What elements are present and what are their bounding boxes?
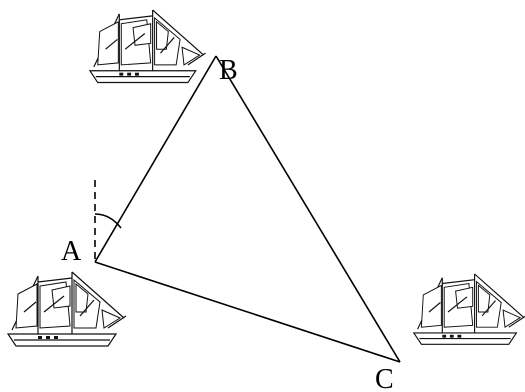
edge-b-c [215,55,401,363]
angle-arc [94,213,122,229]
ship-near-a [7,271,127,347]
point-label-a: A [61,236,82,267]
sailing-ship-icon [89,9,207,84]
point-label-b: B [219,55,238,86]
sailing-ship-icon [413,273,525,345]
sailing-ship-icon [7,271,127,347]
edge-a-b [94,55,217,263]
ship-near-b [89,9,207,84]
point-label-c: C [375,364,394,392]
ship-near-c [413,273,525,345]
edge-a-c [94,261,401,363]
